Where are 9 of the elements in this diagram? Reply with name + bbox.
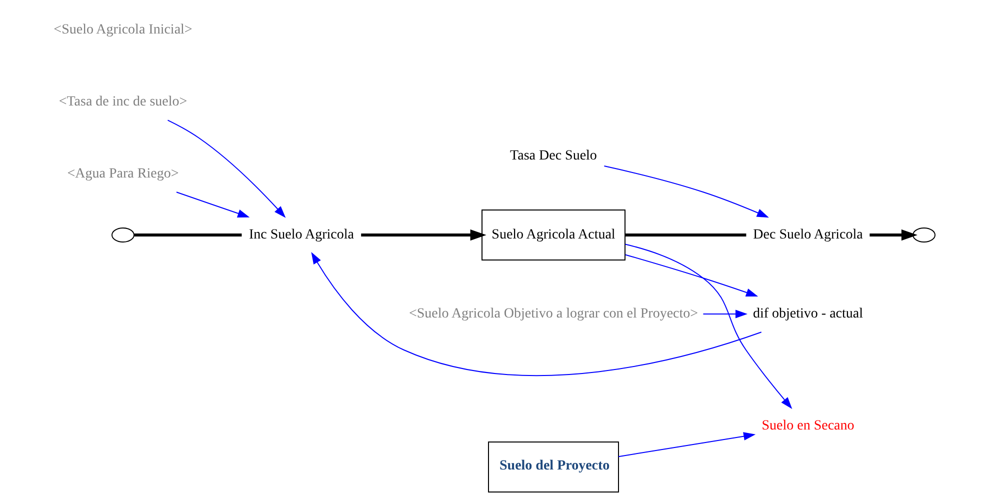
node-text: <Agua Para Riego> [67,166,179,182]
node-text: Tasa Dec Suelo [510,148,597,164]
node-text: <Tasa de inc de suelo> [58,94,188,110]
node-text: dif objetivo - actual [752,306,864,322]
label: <Suelo Agricola Inicial> [54,22,192,38]
node-text: Inc Suelo Agricola [249,228,354,243]
node-text: <Suelo Agricola Objetivo a lograr con el Proyecto> [408,306,698,322]
node-text: Suelo en Secano [762,418,854,434]
node-text: Dec Suelo Agricola [753,228,863,243]
